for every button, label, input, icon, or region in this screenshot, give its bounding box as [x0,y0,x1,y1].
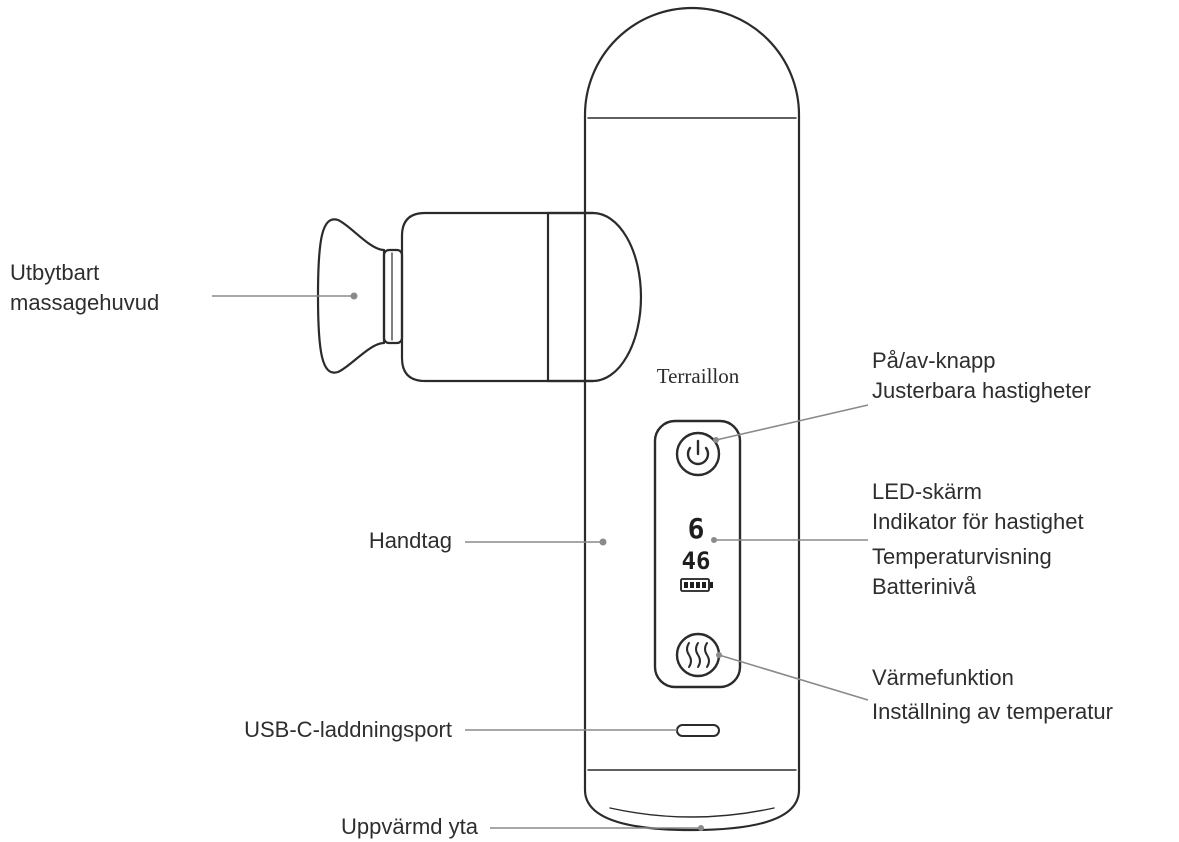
label-massage-head: Utbytbart massagehuvud [10,260,160,315]
label-heated-surface: Uppvärmd yta [341,814,478,839]
power-button[interactable] [675,431,721,477]
label-handle: Handtag [368,528,452,553]
device-body [583,6,801,832]
led-temperature-value: 46 [682,547,711,575]
arm-dome [546,211,643,383]
battery-cell [690,582,694,588]
arm-cylinder [400,211,595,383]
leader-power-button [715,404,869,441]
led-speed-value: 6 [688,512,705,545]
label-led-screen: LED-skärm Indikator för hastighet Temper… [872,479,1084,599]
power-icon [686,446,710,466]
label-usb-port: USB-C-laddningsport [244,717,452,742]
head-neck [382,248,404,345]
battery-icon [680,578,713,592]
brand-logo: Terraillon [657,364,740,388]
label-heat-function: Värmefunktion Inställning av temperatur [872,665,1113,724]
label-power-button: På/av-knapp Justerbara hastigheter [872,348,1091,403]
battery-cell [702,582,706,588]
control-panel [653,419,742,689]
leader-heat-function [718,654,869,701]
battery-cell [696,582,700,588]
battery-cell [684,582,688,588]
heat-icon [686,642,710,668]
heated-surface [609,807,775,818]
usb-c-port [676,724,720,737]
